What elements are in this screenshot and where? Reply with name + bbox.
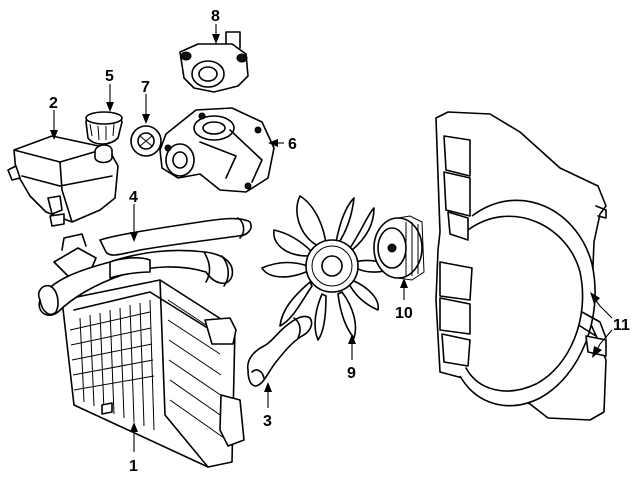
callout-1: 1 xyxy=(129,458,138,475)
callout-9: 9 xyxy=(347,365,356,382)
coolant-reservoir xyxy=(7,135,119,227)
callout-lines xyxy=(50,24,613,452)
callout-11: 11 xyxy=(613,317,630,334)
fan-clutch xyxy=(373,215,425,281)
callout-7: 7 xyxy=(141,79,150,96)
fan-blade xyxy=(261,195,389,341)
callout-5: 5 xyxy=(105,68,114,85)
radiator-hose-upper xyxy=(37,217,252,316)
callout-10: 10 xyxy=(395,305,413,322)
callout-3: 3 xyxy=(263,413,272,430)
callout-2: 2 xyxy=(49,95,58,112)
thermostat-housing xyxy=(179,31,249,93)
fan-shroud xyxy=(435,111,607,421)
callout-6: 6 xyxy=(288,136,297,153)
reservoir-cap xyxy=(85,111,123,145)
thermostat xyxy=(130,125,162,157)
lower-hose xyxy=(246,315,313,387)
callout-8: 8 xyxy=(211,8,220,25)
water-pump xyxy=(159,107,275,193)
callout-4: 4 xyxy=(129,189,138,206)
radiator xyxy=(53,233,245,468)
